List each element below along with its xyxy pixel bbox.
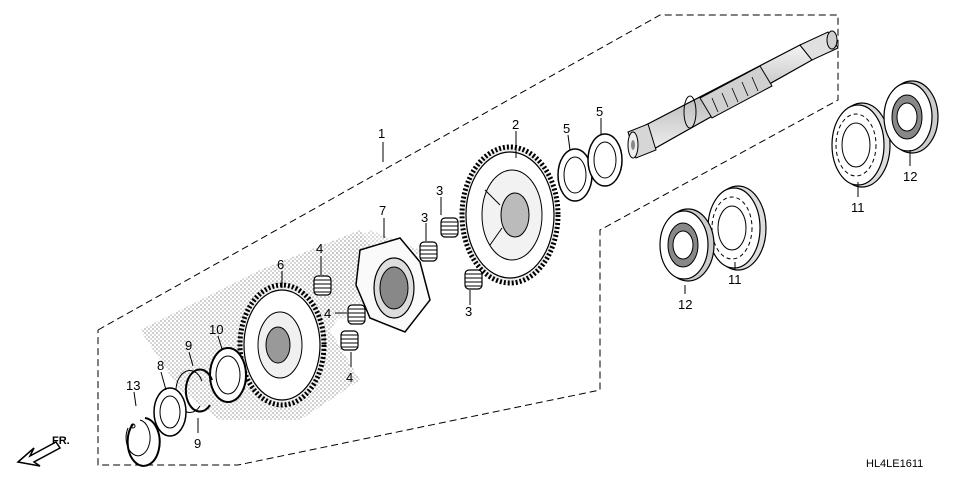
washer-5b: [587, 133, 623, 187]
spring-4c: [340, 330, 359, 351]
bearing-12-lower: [659, 208, 715, 282]
spring-3a: [440, 217, 459, 238]
callout-5b: 5: [596, 104, 603, 119]
spring-4a: [313, 275, 332, 296]
bearing-12-upper: [883, 80, 939, 154]
callout-12a: 12: [678, 297, 692, 312]
washer-5a: [557, 148, 593, 202]
main-shaft: [627, 30, 839, 159]
gear-6: [237, 282, 327, 408]
callout-3b: 3: [421, 210, 428, 225]
callout-12b: 12: [903, 169, 917, 184]
callout-9a: 9: [185, 338, 192, 353]
ring-10: [209, 347, 247, 403]
callout-10: 10: [209, 322, 223, 337]
washer-8: [153, 387, 187, 437]
leader-lines: [133, 118, 911, 433]
bearing-11-upper: [831, 102, 891, 188]
front-direction-arrow-icon: [16, 441, 62, 467]
assembly-bracket: [97, 14, 839, 466]
spring-3c: [464, 269, 483, 290]
circlip-13: [125, 417, 161, 467]
spring-3b: [419, 241, 438, 262]
front-direction-label: FR.: [52, 435, 70, 447]
callout-4c: 4: [346, 370, 353, 385]
spring-4b: [347, 304, 366, 325]
bearing-11-lower: [707, 185, 767, 271]
callout-7: 7: [379, 203, 386, 218]
callout-5a: 5: [563, 121, 570, 136]
callout-6: 6: [277, 257, 284, 272]
callout-4b: 4: [324, 306, 331, 321]
callout-3c: 3: [465, 304, 472, 319]
callout-2: 2: [512, 117, 519, 132]
callout-13: 13: [126, 378, 140, 393]
callout-11b: 11: [851, 200, 865, 215]
callout-11a: 11: [728, 272, 742, 287]
callout-8: 8: [157, 358, 164, 373]
callout-1: 1: [378, 126, 385, 141]
gear-2: [459, 144, 561, 286]
diagram-code: HL4LE1611: [866, 458, 923, 470]
carrier-7: [355, 237, 431, 333]
callout-9b: 9: [194, 436, 201, 451]
callout-4a: 4: [316, 241, 323, 256]
callout-3a: 3: [436, 183, 443, 198]
